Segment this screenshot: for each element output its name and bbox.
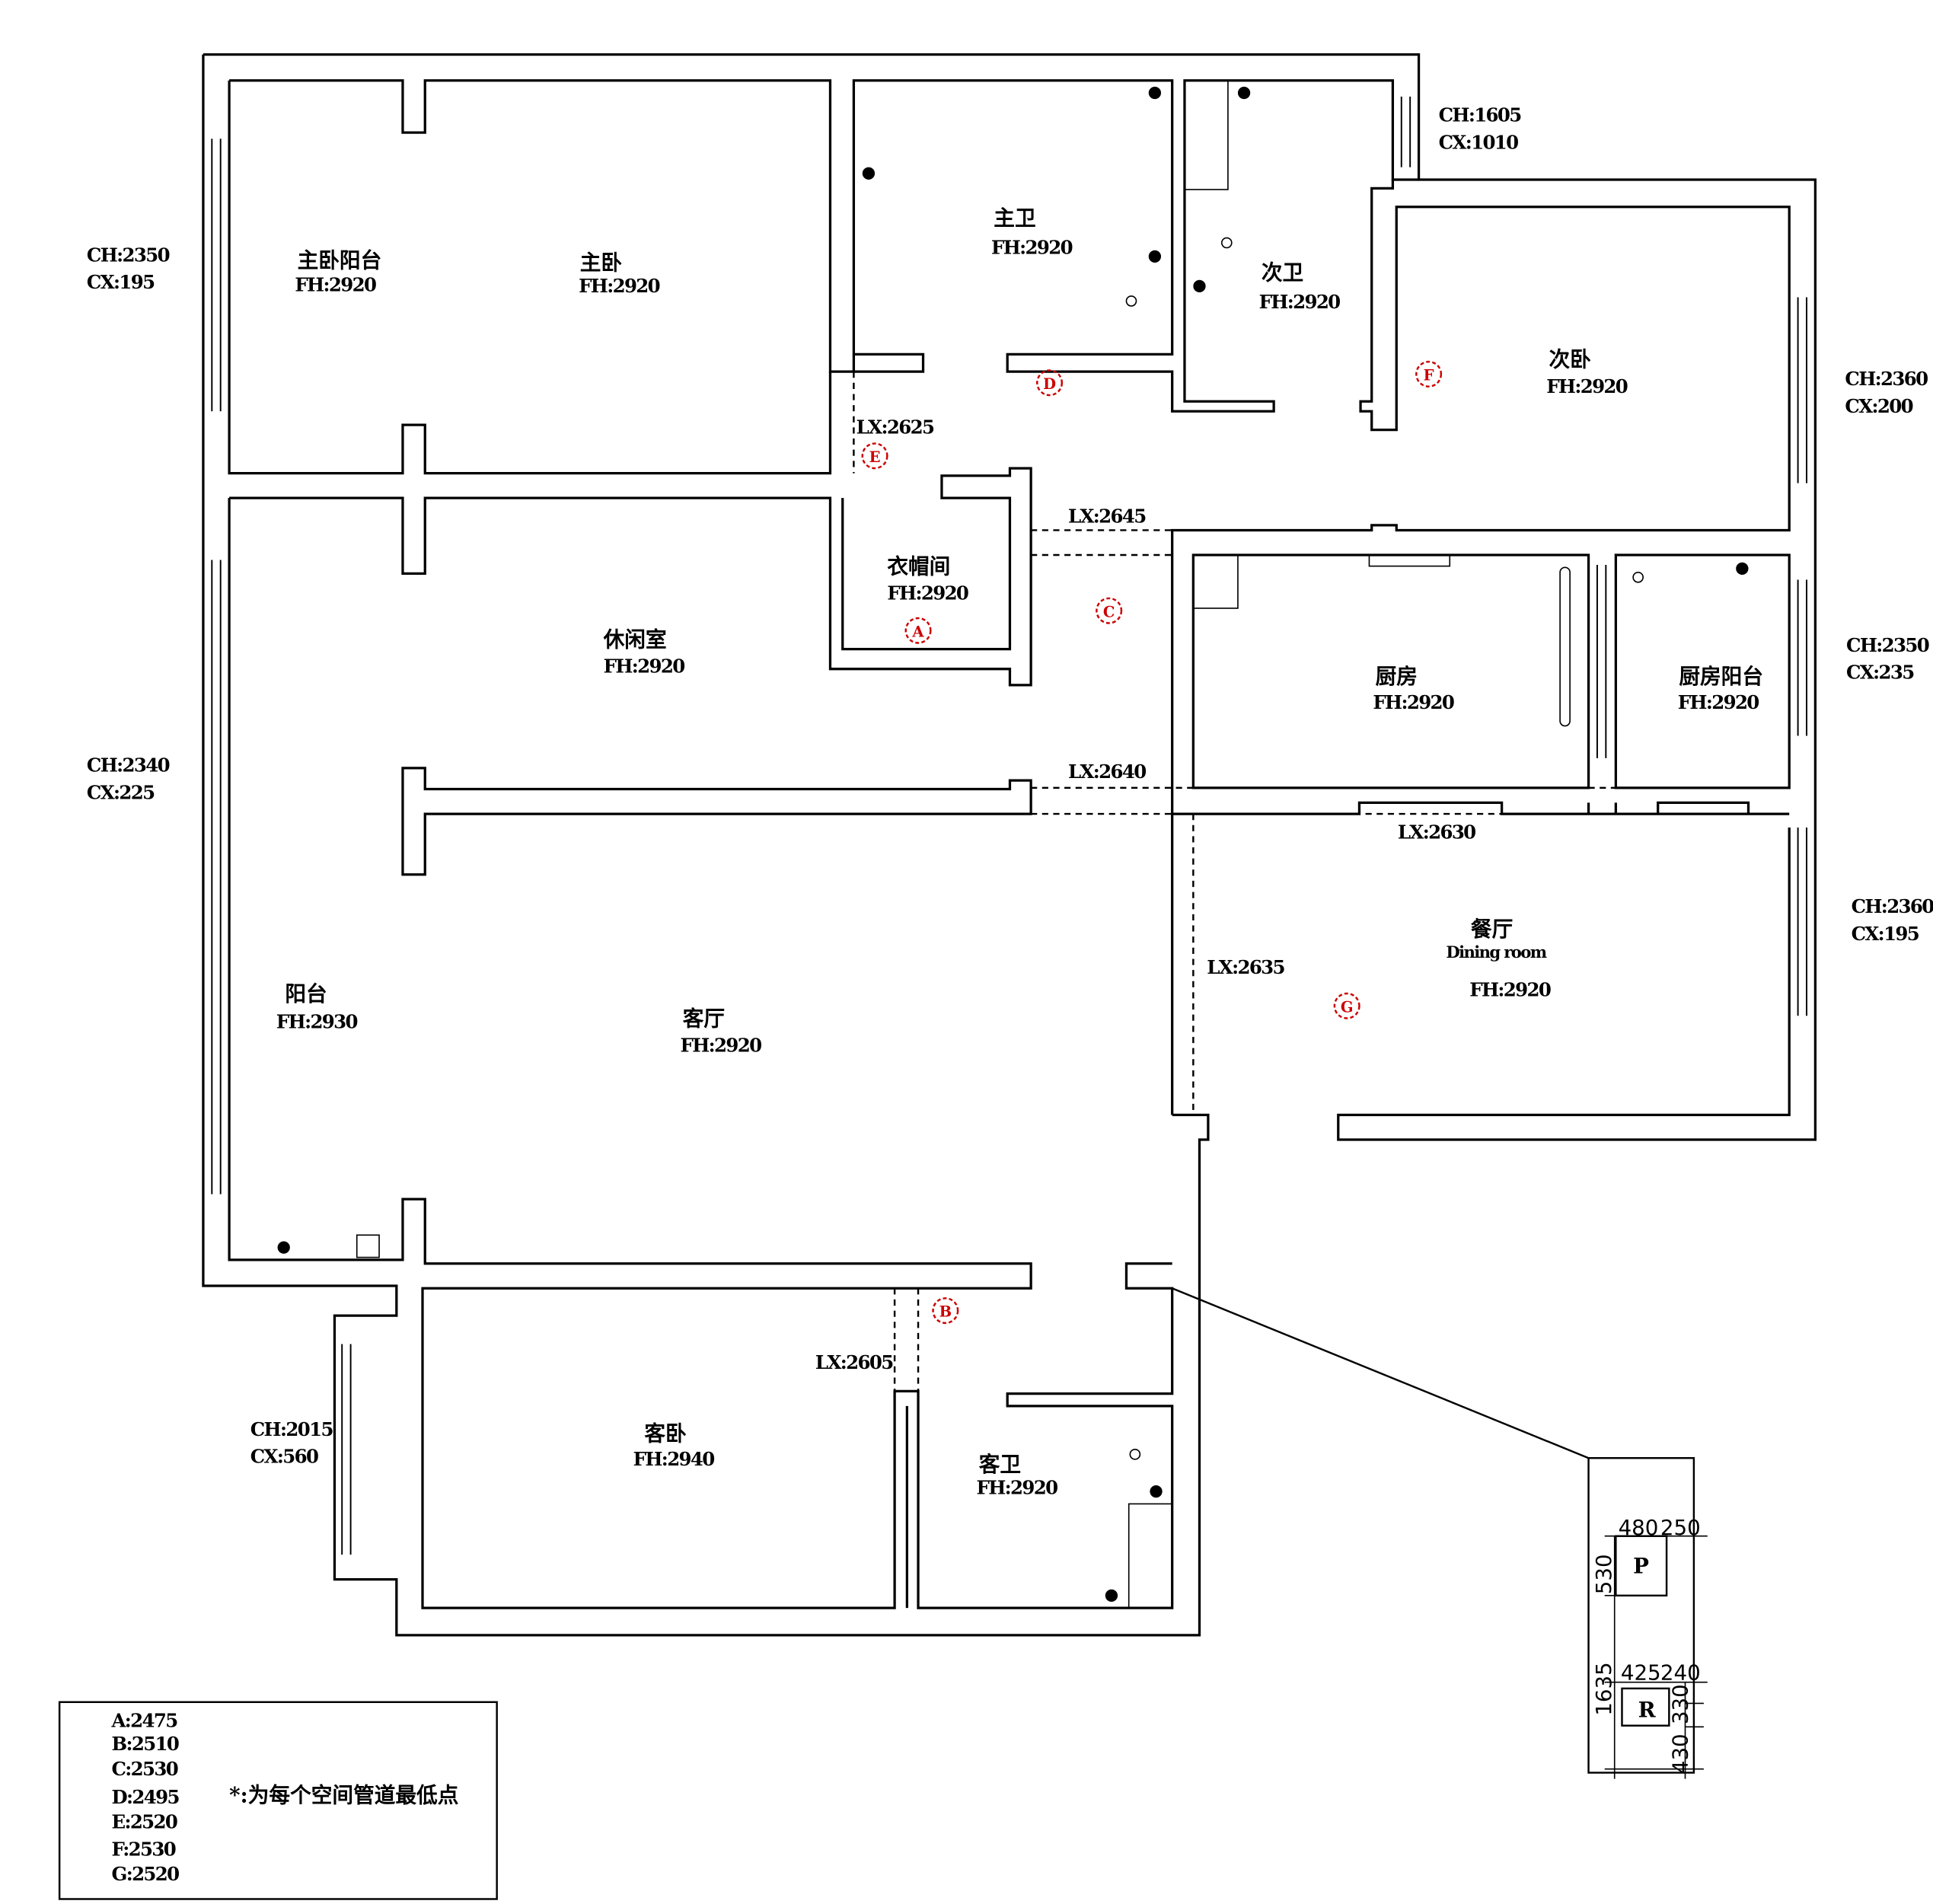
room-name-en: Dining room <box>1446 942 1546 962</box>
room-name: 衣帽间 <box>887 553 950 579</box>
beam-label: LX:2625 <box>856 416 934 439</box>
window-cx: CX:225 <box>87 782 155 804</box>
legend-box: A:2475 B:2510 C:2530 D:2495 E:2520 F:253… <box>58 1701 498 1900</box>
window-ch: CH:2015 <box>250 1418 333 1440</box>
marker-a: A <box>904 617 932 644</box>
room-fh: FH:2920 <box>579 275 660 297</box>
legend-item: D:2495 <box>111 1786 179 1808</box>
svg-text:B: B <box>939 1303 952 1321</box>
window-ch: CH:2360 <box>1852 895 1933 917</box>
legend-item: G:2520 <box>111 1863 179 1885</box>
marker-b: B <box>932 1297 959 1325</box>
window-cx: CX:195 <box>87 271 155 293</box>
marker-c: C <box>1096 597 1123 624</box>
room-name: 主卧 <box>580 250 623 276</box>
beam-label: LX:2640 <box>1068 761 1146 783</box>
room-fh: FH:2920 <box>977 1476 1058 1498</box>
window-cx: CX:1010 <box>1439 131 1519 153</box>
fixtures <box>277 79 1749 1609</box>
beam-label: LX:2605 <box>815 1351 893 1373</box>
window-ch: CH:1605 <box>1439 104 1522 126</box>
room-fh: FH:2920 <box>295 273 376 295</box>
dim-480: 480 <box>1619 1515 1659 1540</box>
room-fh: FH:2920 <box>887 582 968 604</box>
beam-label: LX:2630 <box>1398 821 1475 844</box>
room-fh: FH:2930 <box>276 1011 358 1033</box>
room-name: 餐厅 <box>1471 917 1513 942</box>
marker-g: G <box>1333 992 1360 1019</box>
legend-item: A:2475 <box>110 1709 177 1731</box>
windows <box>211 96 1807 1555</box>
room-name: 厨房 <box>1376 664 1418 689</box>
window-ch: CH:2350 <box>1846 634 1929 656</box>
room-fh: FH:2940 <box>633 1448 715 1470</box>
room-name: 客厅 <box>683 1006 725 1031</box>
window-cx: CX:560 <box>250 1446 318 1468</box>
marker-f: F <box>1415 360 1443 387</box>
room-fh: FH:2920 <box>1373 691 1454 713</box>
room-name: 厨房阳台 <box>1679 664 1763 689</box>
window-cx: CX:195 <box>1852 923 1919 945</box>
window-ch: CH:2350 <box>87 244 170 266</box>
room-name: 客卧 <box>644 1421 687 1446</box>
svg-text:D: D <box>1043 375 1056 393</box>
legend-item: E:2520 <box>111 1811 177 1833</box>
svg-text:E: E <box>869 448 881 466</box>
beam-labels: LX:2625 LX:2645 LX:2640 LX:2630 LX:2635 … <box>815 416 1477 1374</box>
room-name: 主卫 <box>994 206 1035 231</box>
legend-note: *:为每个空间管道最低点 <box>229 1783 458 1808</box>
room-name: 休闲室 <box>603 627 667 652</box>
marker-e: E <box>861 442 888 470</box>
legend-item: F:2530 <box>111 1839 175 1861</box>
room-name: 次卫 <box>1262 260 1303 285</box>
svg-text:C: C <box>1103 603 1115 620</box>
svg-text:A: A <box>911 623 924 640</box>
dim-425: 425 <box>1621 1660 1661 1685</box>
room-fh: FH:2920 <box>1546 375 1628 397</box>
dim-330: 330 <box>1668 1684 1693 1724</box>
p-label: P <box>1633 1554 1649 1579</box>
room-name: 主卧阳台 <box>298 247 382 273</box>
window-cx: CX:200 <box>1845 395 1912 417</box>
beam-label: LX:2645 <box>1068 506 1146 528</box>
svg-text:F: F <box>1424 367 1434 384</box>
beam-label: LX:2635 <box>1207 956 1284 978</box>
window-labels: CH:2350 CX:195 CH:1605 CX:1010 CH:2360 C… <box>87 104 1933 1467</box>
room-name: 次卧 <box>1549 347 1591 372</box>
room-fh: FH:2920 <box>991 237 1073 259</box>
pipe-markers: A B C D E F G <box>861 360 1443 1325</box>
beam-lines <box>829 372 1790 1609</box>
dim-530: 530 <box>1591 1554 1616 1594</box>
svg-text:G: G <box>1341 998 1354 1016</box>
window-ch: CH:2340 <box>87 754 170 777</box>
room-name: 客卫 <box>979 1452 1021 1477</box>
marker-d: D <box>1036 369 1064 397</box>
walls <box>202 53 1817 1637</box>
dim-250: 250 <box>1660 1515 1701 1540</box>
room-fh: FH:2920 <box>1678 691 1759 713</box>
room-fh: FH:2920 <box>1469 978 1551 1000</box>
window-cx: CX:235 <box>1846 662 1914 684</box>
detail-leader-line <box>1172 1287 1589 1459</box>
legend-item: C:2530 <box>111 1758 177 1780</box>
room-fh: FH:2920 <box>681 1034 762 1056</box>
dim-1635: 1635 <box>1591 1662 1616 1715</box>
legend-item: B:2510 <box>111 1733 178 1755</box>
dim-240: 240 <box>1660 1660 1701 1685</box>
room-fh: FH:2920 <box>604 655 685 678</box>
r-label: R <box>1638 1697 1657 1722</box>
dim-430: 430 <box>1668 1733 1693 1774</box>
room-name: 阳台 <box>285 981 327 1006</box>
pipe-detail: P R 480 250 530 1635 425 240 330 430 <box>1587 1456 1708 1779</box>
room-labels: 主卧阳台 FH:2920 主卧 FH:2920 主卫 FH:2920 次卫 FH… <box>276 206 1763 1498</box>
window-ch: CH:2360 <box>1845 368 1928 390</box>
room-fh: FH:2920 <box>1259 291 1341 313</box>
